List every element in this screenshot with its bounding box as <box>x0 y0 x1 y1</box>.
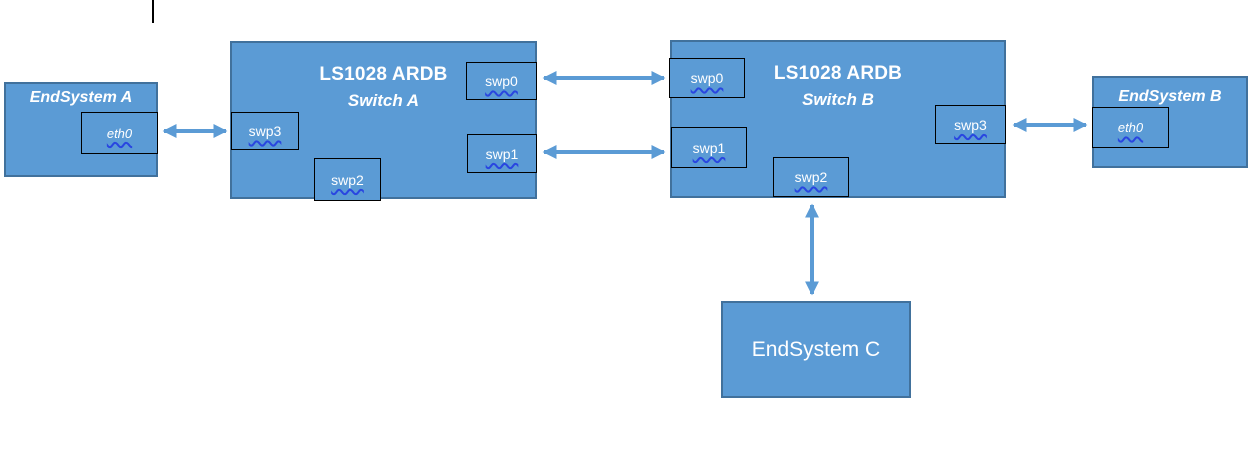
endsystem-b-port-eth0: eth0 <box>1092 107 1169 148</box>
port-label-swp1: swp1 <box>692 139 726 156</box>
text-cursor-line <box>152 0 154 23</box>
switch-b-port-swp2: swp2 <box>773 157 849 197</box>
switch-a-port-swp3: swp3 <box>231 112 299 150</box>
port-label-swp3: swp3 <box>954 116 987 133</box>
port-label-swp3: swp3 <box>248 123 282 139</box>
switch-b-name: Switch B <box>802 90 874 109</box>
port-label-swp2: swp2 <box>331 171 364 188</box>
port-label-eth0: eth0 <box>1117 120 1144 135</box>
port-label-swp1: swp1 <box>485 145 519 162</box>
endsystem-a-port-eth0: eth0 <box>81 112 158 154</box>
switch-b-model: LS1028 ARDB <box>773 63 903 84</box>
switch-b-port-swp3: swp3 <box>935 105 1006 144</box>
port-label-swp2: swp2 <box>794 169 828 185</box>
port-label-swp0: swp0 <box>690 70 724 86</box>
switch-b-port-swp1: swp1 <box>671 127 747 168</box>
port-label-eth0: eth0 <box>106 125 133 141</box>
node-endsystem-c: EndSystem C <box>721 301 911 398</box>
endsystem-c-label: EndSystem C <box>751 337 881 361</box>
switch-a-model: LS1028 ARDB <box>319 64 448 85</box>
switch-a-port-swp1: swp1 <box>467 134 537 173</box>
switch-b-port-swp0: swp0 <box>669 58 745 98</box>
switch-a-titles: LS1028 ARDB Switch A <box>232 43 535 111</box>
switch-a-port-swp2: swp2 <box>314 158 381 201</box>
endsystem-a-label: EndSystem A <box>29 89 133 106</box>
port-label-swp0: swp0 <box>485 73 518 89</box>
switch-a-name: Switch A <box>347 91 420 110</box>
switch-b-titles: LS1028 ARDB Switch B <box>672 42 1004 110</box>
endsystem-b-label: EndSystem B <box>1118 88 1222 105</box>
switch-a-port-swp0: swp0 <box>466 62 537 100</box>
